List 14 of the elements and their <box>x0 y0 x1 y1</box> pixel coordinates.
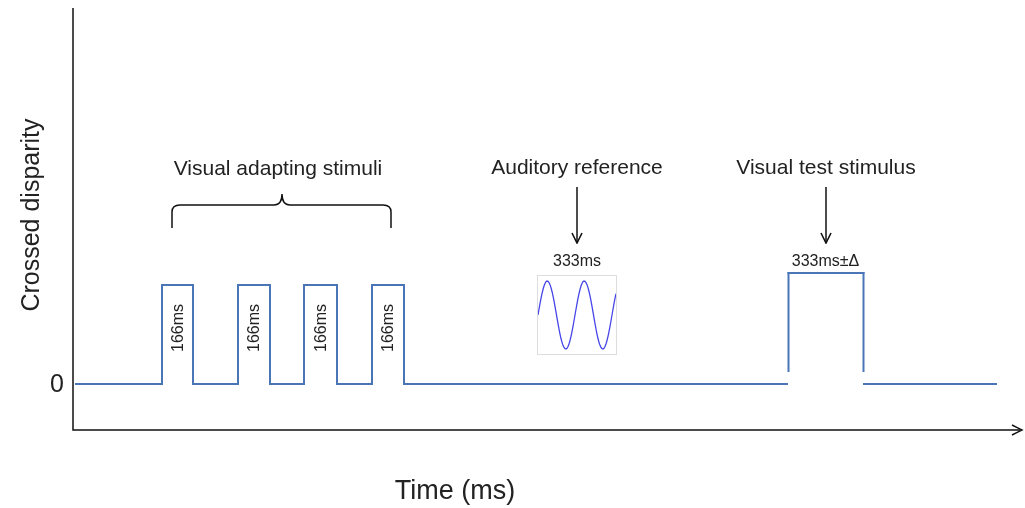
group-label: Visual adapting stimuli <box>173 156 383 178</box>
axis-title: Time (ms) <box>394 476 516 504</box>
duration-label: 333ms±Δ <box>791 253 860 269</box>
arrow <box>571 186 583 244</box>
caption-text: Auditory reference <box>491 155 663 179</box>
duration-label: 166ms <box>169 304 186 352</box>
arrow <box>820 186 832 244</box>
duration-label: 166ms <box>312 304 329 352</box>
axis-title: Crossed disparity <box>17 118 43 312</box>
duration-label: 333ms <box>553 253 601 269</box>
duration-label: 166ms <box>246 304 262 352</box>
duration-label: 166ms <box>380 304 396 352</box>
caption-text: Visual test stimulus <box>736 155 916 179</box>
tick-label: 0 <box>50 370 64 396</box>
